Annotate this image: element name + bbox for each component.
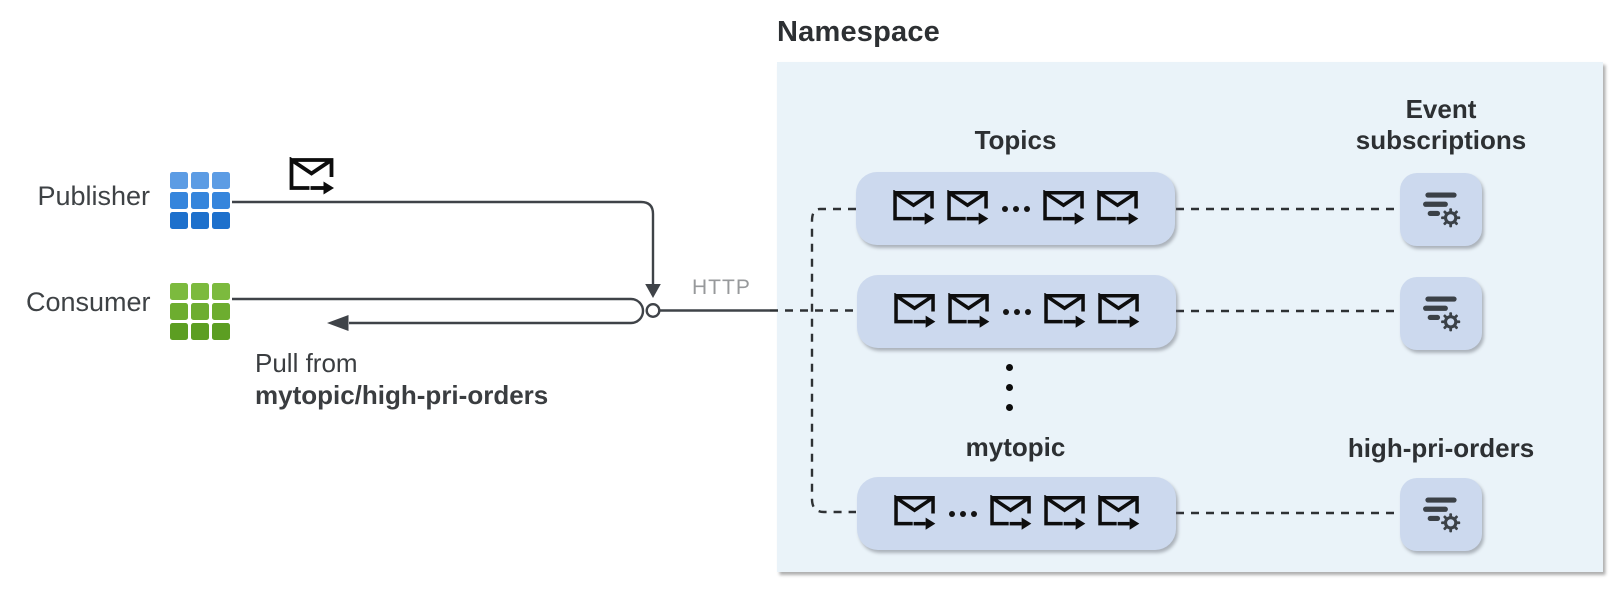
event-subscriptions-heading: Event subscriptions — [1335, 94, 1547, 156]
pull-arrowhead — [327, 315, 349, 331]
envelope-event-icon — [1043, 293, 1085, 328]
envelope-event-icon — [892, 190, 934, 225]
topic-row-2 — [857, 275, 1176, 348]
mytopic-row — [857, 477, 1176, 550]
pull-annotation-topic-path: mytopic/high-pri-orders — [255, 380, 549, 410]
namespace-title: Namespace — [777, 16, 941, 48]
envelope-event-icon — [1097, 495, 1139, 530]
http-endpoint-circle — [645, 303, 661, 319]
gear-icon — [1441, 513, 1461, 533]
publisher-app-icon — [170, 172, 230, 229]
event-subscription-box-1 — [1400, 173, 1482, 246]
envelope-event-icon — [989, 495, 1031, 530]
ellipsis-dots — [1000, 205, 1032, 212]
high-pri-orders-heading: high-pri-orders — [1347, 433, 1535, 463]
publisher-arrow-line — [232, 200, 655, 285]
envelope-event-icon — [946, 190, 988, 225]
gear-icon — [1441, 208, 1461, 228]
consumer-app-icon — [170, 283, 230, 340]
event-subscription-icon — [1423, 192, 1461, 228]
publisher-arrowhead — [645, 284, 661, 298]
envelope-event-icon — [893, 293, 935, 328]
envelope-event-icon — [1043, 495, 1085, 530]
envelope-event-icon — [893, 495, 935, 530]
more-topics-ellipsis — [1006, 364, 1013, 411]
topic-row-1 — [856, 172, 1175, 245]
consumer-pull-line — [232, 297, 645, 325]
topics-heading: Topics — [974, 125, 1057, 155]
publisher-label: Publisher — [37, 181, 150, 211]
envelope-event-icon — [947, 293, 989, 328]
mytopic-heading: mytopic — [965, 432, 1066, 462]
event-subscription-icon — [1423, 497, 1461, 533]
http-label: HTTP — [692, 276, 751, 299]
event-subscription-box-2 — [1400, 277, 1482, 350]
pull-annotation: Pull from mytopic/high-pri-orders — [255, 347, 548, 411]
consumer-label: Consumer — [26, 287, 151, 317]
ellipsis-dots — [947, 510, 979, 517]
published-event-envelope-icon — [289, 157, 334, 195]
gear-icon — [1441, 312, 1461, 332]
envelope-event-icon — [1096, 190, 1138, 225]
event-subscription-icon — [1423, 296, 1461, 332]
event-subscription-box-high-pri-orders — [1400, 478, 1482, 551]
pull-annotation-line1: Pull from — [255, 348, 358, 378]
event-subscriptions-heading-line1: Event — [1405, 94, 1477, 124]
envelope-event-icon — [1097, 293, 1139, 328]
envelope-event-icon — [1042, 190, 1084, 225]
event-subscriptions-heading-line2: subscriptions — [1355, 125, 1527, 155]
ellipsis-dots — [1001, 308, 1033, 315]
